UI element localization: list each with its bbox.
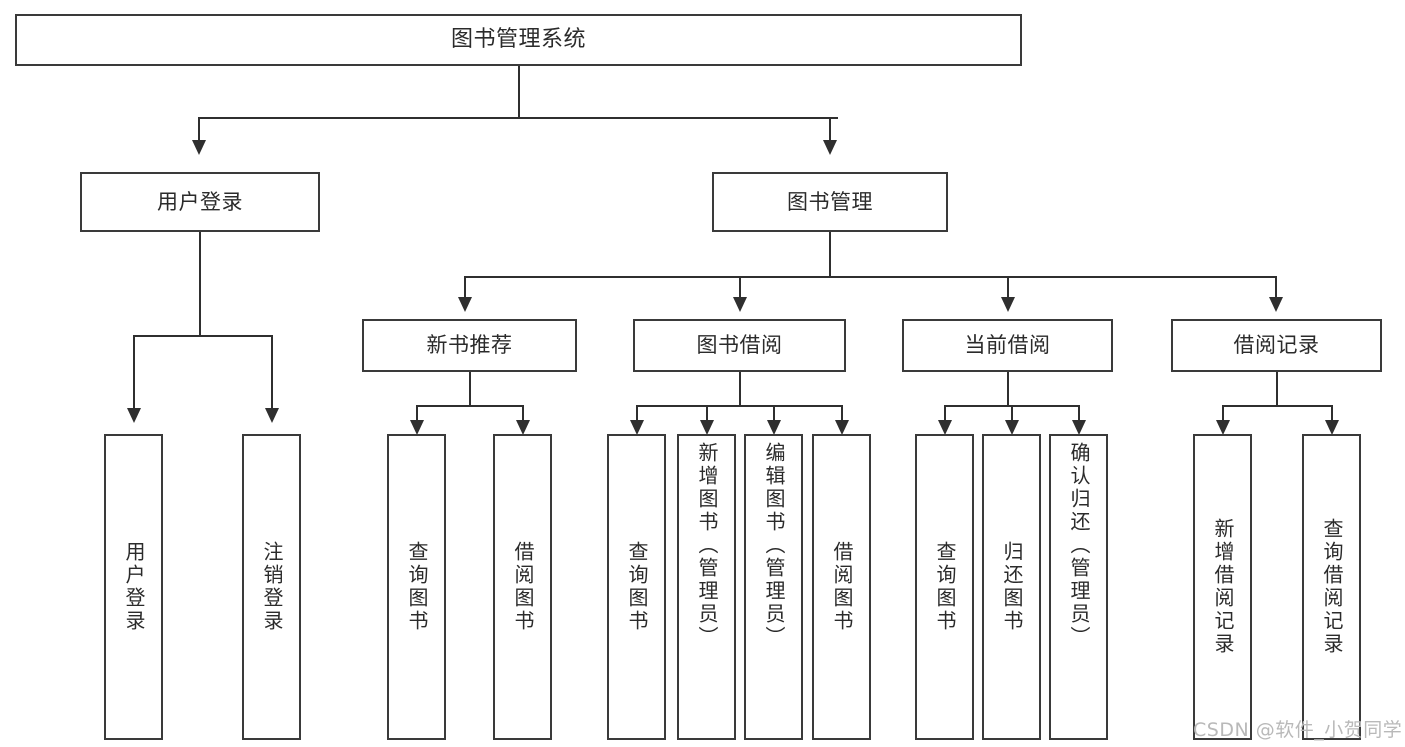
node-new-book-recommend[interactable]: 新书推荐 <box>362 319 577 372</box>
connector-root-bar <box>198 117 838 119</box>
arrowhead-new-book-recommend <box>458 297 472 312</box>
connector-br-drop-1 <box>1222 405 1224 421</box>
connector-user-login-stem <box>199 232 201 336</box>
connector-user-login-drop-2 <box>271 335 273 409</box>
arrowhead-leaf-query-book-1 <box>410 420 424 435</box>
arrowhead-leaf-logout-login <box>265 408 279 423</box>
arrowhead-leaf-user-login <box>127 408 141 423</box>
connector-bm-drop-3 <box>1007 276 1009 298</box>
connector-bm-drop-2 <box>739 276 741 298</box>
node-label: 新增借阅记录 <box>1211 518 1235 656</box>
node-leaf-return-book[interactable]: 归还图书 <box>982 434 1041 740</box>
connector-user-login-bar <box>133 335 272 337</box>
connector-bb-drop-3 <box>773 405 775 421</box>
connector-bm-drop-1 <box>464 276 466 298</box>
node-label: 归还图书 <box>1000 541 1024 633</box>
arrowhead-book-borrow <box>733 297 747 312</box>
connector-cb-drop-2 <box>1011 405 1013 421</box>
node-label: 借阅图书 <box>511 541 535 633</box>
node-label: 查询借阅记录 <box>1320 518 1344 656</box>
connector-bb-drop-2 <box>706 405 708 421</box>
node-leaf-logout-login[interactable]: 注销登录 <box>242 434 301 740</box>
node-label: 图书借阅 <box>696 333 783 358</box>
arrowhead-leaf-confirm-return <box>1072 420 1086 435</box>
connector-cb-drop-3 <box>1078 405 1080 421</box>
connector-book-borrow-bar <box>636 405 842 407</box>
node-leaf-query-book-3[interactable]: 查询图书 <box>915 434 974 740</box>
node-book-management[interactable]: 图书管理 <box>712 172 948 232</box>
connector-current-borrow-stem <box>1007 372 1009 406</box>
node-label: 查询图书 <box>933 541 957 633</box>
connector-br-drop-2 <box>1331 405 1333 421</box>
arrowhead-current-borrow <box>1001 297 1015 312</box>
connector-root-to-user-login <box>198 117 200 141</box>
node-leaf-query-record[interactable]: 查询借阅记录 <box>1302 434 1361 740</box>
node-label: 借阅图书 <box>830 541 854 633</box>
node-label: 图书管理系统 <box>450 27 586 53</box>
node-label: 用户登录 <box>122 541 146 633</box>
node-root-book-management-system[interactable]: 图书管理系统 <box>15 14 1022 66</box>
arrowhead-leaf-add-record <box>1216 420 1230 435</box>
connector-bm-drop-4 <box>1275 276 1277 298</box>
node-leaf-add-book[interactable]: 新增图书（管理员） <box>677 434 736 740</box>
node-label: 注销登录 <box>260 541 284 633</box>
csdn-watermark: CSDN @软件_小贺同学 <box>1193 719 1403 741</box>
node-leaf-borrow-book-1[interactable]: 借阅图书 <box>493 434 552 740</box>
node-label: 借阅记录 <box>1233 333 1320 358</box>
node-current-borrow[interactable]: 当前借阅 <box>902 319 1113 372</box>
arrowhead-borrow-record <box>1269 297 1283 312</box>
connector-new-book-drop-2 <box>522 405 524 421</box>
node-label: 用户登录 <box>157 189 243 214</box>
arrowhead-leaf-borrow-book-2 <box>835 420 849 435</box>
node-user-login[interactable]: 用户登录 <box>80 172 320 232</box>
connector-user-login-drop-1 <box>133 335 135 409</box>
node-leaf-edit-book[interactable]: 编辑图书（管理员） <box>744 434 803 740</box>
connector-book-management-bar <box>464 276 1276 278</box>
connector-cb-drop-1 <box>944 405 946 421</box>
arrowhead-leaf-return-book <box>1005 420 1019 435</box>
node-leaf-add-record[interactable]: 新增借阅记录 <box>1193 434 1252 740</box>
arrowhead-leaf-add-book <box>700 420 714 435</box>
connector-borrow-record-stem <box>1276 372 1278 406</box>
node-leaf-borrow-book-2[interactable]: 借阅图书 <box>812 434 871 740</box>
node-leaf-query-book-2[interactable]: 查询图书 <box>607 434 666 740</box>
node-label: 确认归还（管理员） <box>1067 442 1091 649</box>
node-label: 新增图书（管理员） <box>695 442 719 649</box>
node-leaf-user-login[interactable]: 用户登录 <box>104 434 163 740</box>
node-label: 查询图书 <box>405 541 429 633</box>
connector-book-borrow-stem <box>739 372 741 406</box>
arrowhead-leaf-query-record <box>1325 420 1339 435</box>
connector-new-book-stem <box>469 372 471 406</box>
node-leaf-confirm-return[interactable]: 确认归还（管理员） <box>1049 434 1108 740</box>
node-leaf-query-book-1[interactable]: 查询图书 <box>387 434 446 740</box>
arrowhead-leaf-borrow-book-1 <box>516 420 530 435</box>
node-book-borrow[interactable]: 图书借阅 <box>633 319 846 372</box>
node-borrow-record[interactable]: 借阅记录 <box>1171 319 1382 372</box>
connector-bb-drop-1 <box>636 405 638 421</box>
connector-borrow-record-bar <box>1222 405 1333 407</box>
connector-bb-drop-4 <box>841 405 843 421</box>
connector-new-book-bar <box>416 405 524 407</box>
node-label: 新书推荐 <box>426 333 513 358</box>
arrowhead-leaf-edit-book <box>767 420 781 435</box>
node-label: 当前借阅 <box>964 333 1051 358</box>
node-label: 查询图书 <box>625 541 649 633</box>
arrowhead-root-to-user-login <box>192 140 206 155</box>
arrowhead-root-to-book-management <box>823 140 837 155</box>
node-label: 编辑图书（管理员） <box>762 442 786 649</box>
connector-new-book-drop-1 <box>416 405 418 421</box>
arrowhead-leaf-query-book-3 <box>938 420 952 435</box>
connector-root-stem <box>518 66 520 118</box>
connector-book-management-stem <box>829 232 831 277</box>
node-label: 图书管理 <box>787 189 873 214</box>
connector-root-to-book-management <box>829 117 831 141</box>
arrowhead-leaf-query-book-2 <box>630 420 644 435</box>
